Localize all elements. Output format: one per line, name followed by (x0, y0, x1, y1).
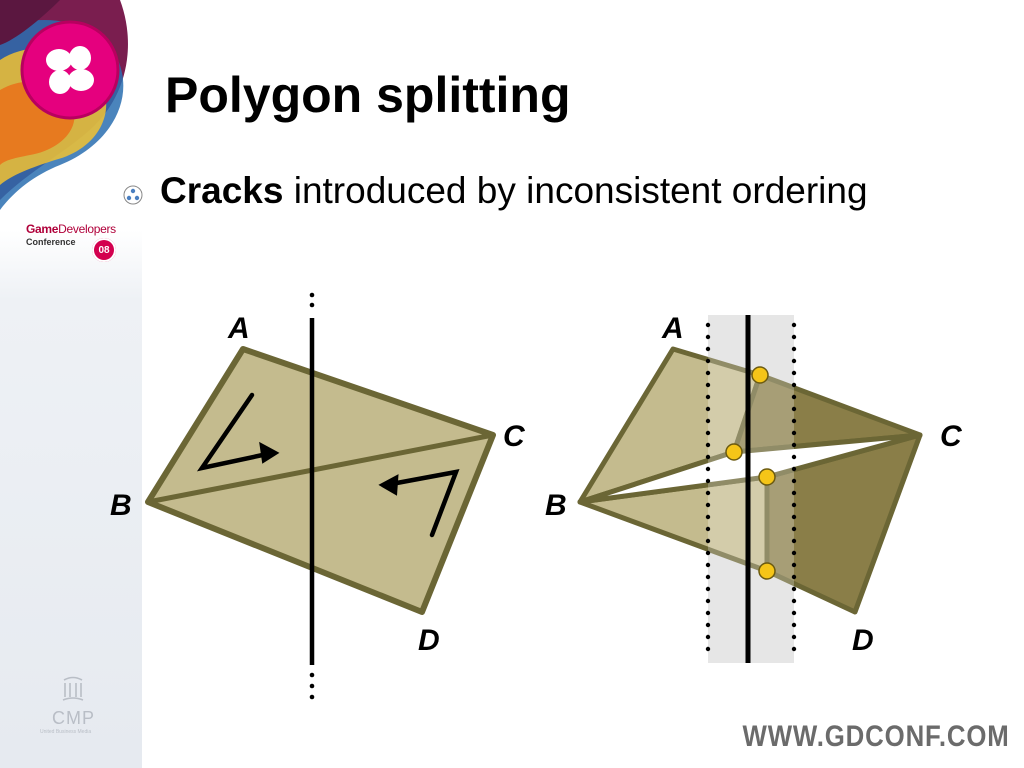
crack-point-3 (758, 468, 776, 486)
left-diagonal-bc (147, 432, 494, 505)
right-label-c: C (940, 420, 963, 453)
right-band-dots-right (791, 322, 797, 652)
branding-sidebar: GameDevelopers Conference 08 CMP United … (0, 0, 142, 768)
slide-title: Polygon splitting (165, 67, 571, 123)
left-winding-arrow-1 (196, 392, 280, 472)
cmp-logo: CMP United Business Media (40, 676, 110, 735)
right-band-overlay (708, 315, 794, 663)
gdc-logo: GameDevelopers Conference 08 (26, 218, 142, 262)
cmp-text: CMP (52, 708, 95, 728)
left-label-a: A (227, 312, 250, 345)
left-label-c: C (503, 420, 526, 453)
gdc-swirl-graphic (0, 0, 128, 210)
bullet-text: Cracks introduced by inconsistent orderi… (160, 170, 868, 212)
gdc-year-badge: 08 (92, 238, 116, 262)
left-split-dots-top (309, 292, 315, 308)
right-diagram: A B C D (545, 312, 963, 663)
bullet-icon (123, 185, 143, 205)
gdc-game-text: Game (26, 222, 59, 236)
footer-url: WWW.GDCONF.COM (742, 720, 1010, 753)
crack-point-2 (725, 443, 743, 461)
left-diagram: A B C D (110, 292, 526, 700)
bullet-bold-text: Cracks (160, 170, 284, 211)
gdc-developers-text: Developers (58, 222, 116, 236)
right-label-b: B (545, 489, 567, 522)
cmp-pillars-icon (62, 676, 84, 701)
left-label-b: B (110, 489, 132, 522)
right-label-d: D (852, 624, 874, 657)
flower-logo-icon (46, 46, 94, 94)
right-label-a: A (661, 312, 684, 345)
bullet-rest-text: introduced by inconsistent ordering (283, 170, 868, 211)
cmp-subtext: United Business Media (40, 729, 92, 735)
left-label-d: D (418, 624, 440, 657)
right-band-dots-left (705, 322, 711, 652)
left-winding-arrow-2 (378, 469, 460, 538)
left-split-dots-bottom (309, 672, 315, 700)
crack-point-1 (751, 366, 769, 384)
crack-point-4 (758, 562, 776, 580)
gdc-conference-text: Conference (26, 237, 76, 247)
left-quad-fill (145, 346, 496, 615)
right-crack-points (725, 366, 776, 580)
